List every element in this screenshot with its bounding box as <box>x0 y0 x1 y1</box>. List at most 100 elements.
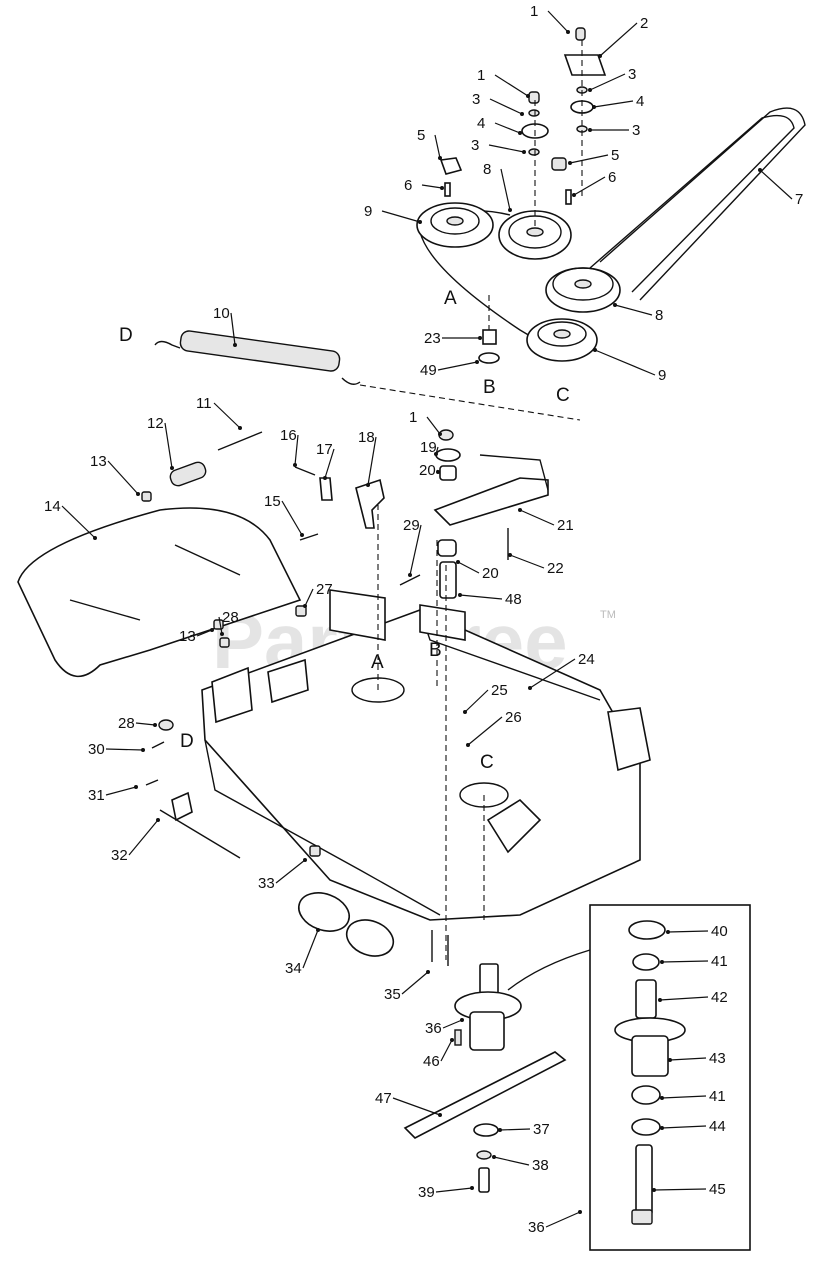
callout-leader-line <box>509 554 545 569</box>
callout-arrowhead <box>436 470 440 474</box>
callout-number: 49 <box>420 362 437 379</box>
callout-number: 36 <box>528 1219 545 1236</box>
callout-number: 36 <box>425 1020 442 1037</box>
callout-arrowhead <box>660 960 664 964</box>
callout-arrowhead <box>668 1058 672 1062</box>
callout-arrowhead <box>426 970 430 974</box>
callout-arrowhead <box>566 30 570 34</box>
blade-hardware <box>473 1123 499 1193</box>
callout-arrowhead <box>463 710 467 714</box>
callout-arrowhead <box>293 463 297 467</box>
callout-leader-line <box>593 100 634 108</box>
callout-number: 8 <box>655 307 663 324</box>
callout-arrowhead <box>141 748 145 752</box>
callout-leader-line <box>128 819 159 856</box>
callout-number: 38 <box>532 1157 549 1174</box>
callout-number: 11 <box>196 395 212 412</box>
callout-number: 14 <box>44 498 61 515</box>
callout-arrowhead <box>316 928 320 932</box>
callout-number: 3 <box>628 66 636 83</box>
callout-leader-line <box>529 658 576 689</box>
callout-leader-line <box>302 929 319 969</box>
callout-arrowhead <box>153 723 157 727</box>
callout-leader-line <box>435 1187 473 1193</box>
callout-arrowhead <box>498 1128 502 1132</box>
callout-number: 4 <box>477 115 485 132</box>
callout-arrowhead <box>660 1126 664 1130</box>
callout-number: 32 <box>111 847 128 864</box>
watermark-trademark: TM <box>600 609 616 621</box>
callout-number: 30 <box>88 741 105 758</box>
callout-leader-line <box>653 1188 707 1191</box>
callout-leader-line <box>669 1057 707 1061</box>
ref-letter: A <box>371 652 384 673</box>
callout-number: 33 <box>258 875 275 892</box>
callout-leader-line <box>667 930 709 933</box>
callout-arrowhead <box>438 432 442 436</box>
callout-number: 1 <box>530 3 538 20</box>
callout-number: 10 <box>213 305 230 322</box>
callout-arrowhead <box>508 553 512 557</box>
callout-leader-line <box>661 960 709 963</box>
callout-arrowhead <box>210 628 214 632</box>
callout-number: 48 <box>505 591 522 608</box>
callout-leader-line <box>573 176 606 196</box>
callout-number: 7 <box>795 191 803 208</box>
callout-leader-line <box>547 10 569 33</box>
callout-number: 28 <box>118 715 135 732</box>
callout-leader-line <box>545 1211 581 1228</box>
callout-number: 21 <box>557 517 574 534</box>
chute-hinge-rod-11 <box>217 431 263 451</box>
pulley-bottom-9 <box>526 318 598 362</box>
callout-leader-line <box>381 210 421 223</box>
callout-leader-line <box>421 184 443 189</box>
callout-leader-line <box>304 588 314 607</box>
callout-arrowhead <box>526 94 530 98</box>
callout-number: 20 <box>419 462 436 479</box>
callout-arrowhead <box>300 533 304 537</box>
wheel-axle-32 <box>145 719 321 859</box>
callout-number: 39 <box>418 1184 435 1201</box>
callout-leader-line <box>494 74 529 97</box>
callout-arrowhead <box>450 1038 454 1042</box>
callout-arrowhead <box>572 193 576 197</box>
callout-leader-line <box>488 144 525 153</box>
callout-leader-line <box>589 73 626 91</box>
callout-leader-line <box>464 689 489 713</box>
callout-number: 47 <box>375 1090 392 1107</box>
callout-number: 41 <box>711 953 728 970</box>
callout-arrowhead <box>458 593 462 597</box>
callout-number: 34 <box>285 960 302 977</box>
ref-letter: D <box>180 731 194 752</box>
callout-number: 13 <box>179 628 196 645</box>
callout-leader-line <box>426 416 441 435</box>
callout-arrowhead <box>170 466 174 470</box>
callout-leader-line <box>105 786 137 796</box>
callout-number: 27 <box>316 581 333 598</box>
callout-leader-line <box>467 716 503 746</box>
callout-leader-line <box>599 22 638 57</box>
callout-number: 40 <box>711 923 728 940</box>
callout-number: 13 <box>90 453 107 470</box>
callout-number: 9 <box>658 367 666 384</box>
callout-number: 1 <box>409 409 417 426</box>
callout-leader-line <box>489 98 523 115</box>
callout-number: 24 <box>578 651 595 668</box>
callout-arrowhead <box>528 686 532 690</box>
pulley-left-9 <box>416 202 494 248</box>
callout-arrowhead <box>592 105 596 109</box>
callout-arrowhead <box>588 88 592 92</box>
callout-leader-line <box>281 500 303 536</box>
callout-leader-line <box>594 349 656 376</box>
callout-leader-line <box>135 722 156 726</box>
callout-leader-line <box>519 509 555 526</box>
callout-arrowhead <box>588 128 592 132</box>
callout-arrowhead <box>460 1018 464 1022</box>
callout-leader-line <box>437 361 478 371</box>
callout-leader-line <box>324 448 335 479</box>
callout-arrowhead <box>303 858 307 862</box>
callout-leader-line <box>61 505 96 539</box>
callout-number: 5 <box>611 147 619 164</box>
pulley-right-8 <box>545 267 621 313</box>
callout-arrowhead <box>593 348 597 352</box>
